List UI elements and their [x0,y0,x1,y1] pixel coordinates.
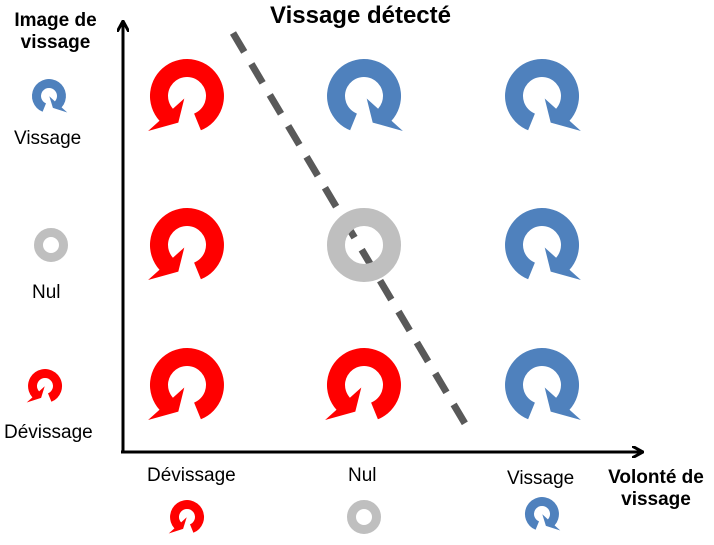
y-level-label-devissage: Dévissage [4,422,93,443]
grid-r1-c2-clockwise-arrow-icon [505,208,581,280]
decision-boundary [229,31,474,434]
grid-r1-c1-ring-icon [327,208,401,282]
y-level-label-nul: Nul [32,282,61,303]
y-axis-title-line2: vissage [20,31,91,53]
icon-grid [148,59,581,420]
icon-legend [26,79,561,534]
diagram-title: Vissage détecté [270,2,451,29]
x-axis-title: Volonté de vissage [600,467,712,511]
grid-r2-c1-counterclockwise-arrow-icon [325,348,401,420]
grid-r2-c2-clockwise-arrow-icon [505,348,581,420]
y-axis-title: Image de vissage [8,10,103,54]
y-axis-title-line1: Image de [14,10,97,31]
y-legend-2-counterclockwise-arrow-icon [26,369,63,403]
y-level-label-vissage: Vissage [14,128,82,149]
x-legend-2-clockwise-arrow-icon [524,497,561,531]
grid-r0-c0-counterclockwise-arrow-icon [148,59,224,132]
x-level-label-nul: Nul [348,465,377,486]
grid-r0-c2-clockwise-arrow-icon [505,59,581,132]
grid-r0-c1-clockwise-arrow-icon [327,59,403,131]
x-legend-0-counterclockwise-arrow-icon [168,500,205,534]
x-axis-title-line2: vissage [621,488,691,510]
x-level-label-devissage: Dévissage [147,465,236,486]
grid-r1-c0-counterclockwise-arrow-icon [148,208,224,280]
grid-r2-c0-counterclockwise-arrow-icon [148,348,224,420]
x-legend-1-ring-icon [347,500,381,534]
y-legend-0-clockwise-arrow-icon [31,79,68,113]
y-legend-1-ring-icon [34,228,68,262]
x-axis-title-line1: Volonté de [608,467,704,488]
x-level-label-vissage: Vissage [507,468,575,489]
